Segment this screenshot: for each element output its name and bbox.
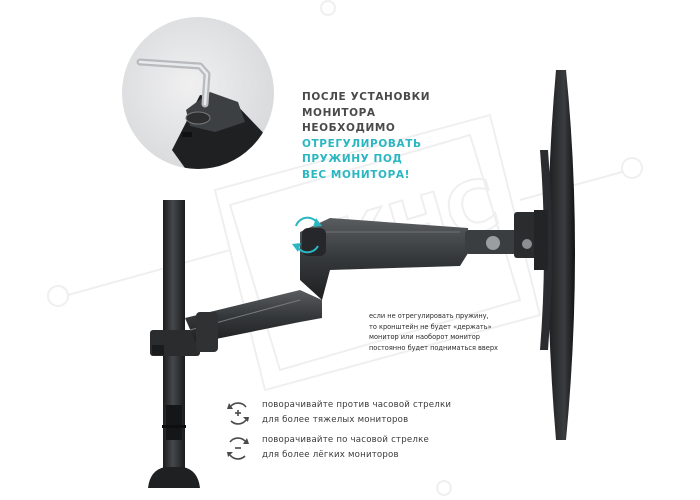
legend-ccw-label: поворачивайте против часовой стрелки для… bbox=[262, 398, 451, 428]
note-line-2: МОНИТОРА bbox=[302, 106, 376, 119]
rotate-clockwise-minus-icon bbox=[227, 437, 249, 460]
warning-line-4: постоянно будет подниматься вверх bbox=[369, 343, 498, 352]
rotate-counterclockwise-plus-icon bbox=[227, 402, 249, 425]
note-line-6: ВЕС МОНИТОРА! bbox=[302, 168, 410, 181]
note-line-5: ПРУЖИНУ ПОД bbox=[302, 153, 403, 165]
legend-ccw-line-2: для более тяжелых мониторов bbox=[262, 415, 409, 425]
note-line-4: ОТРЕГУЛИРОВАТЬ bbox=[302, 137, 422, 150]
warning-line-1: если не отрегулировать пружину, bbox=[369, 312, 489, 320]
warning-line-3: монитор или наоборот монитор bbox=[369, 333, 480, 342]
adjust-rotation-icon bbox=[292, 216, 322, 254]
note-line-3: НЕОБХОДИМО bbox=[302, 122, 396, 134]
adjustment-note: ПОСЛЕ УСТАНОВКИ МОНИТОРА НЕОБХОДИМО ОТРЕ… bbox=[302, 90, 452, 183]
spring-warning-text: если не отрегулировать пружину, то кронш… bbox=[369, 311, 549, 353]
monitor-side-view bbox=[534, 70, 575, 440]
legend-cw-label: поворачивайте по часовой стрелке для бол… bbox=[262, 433, 429, 463]
upper-arm bbox=[300, 212, 540, 300]
legend-cw-line-2: для более лёгких мониторов bbox=[262, 450, 399, 460]
lower-arm bbox=[185, 290, 322, 352]
warning-line-2: то кронштейн не будет «держать» bbox=[369, 322, 492, 331]
legend-ccw-line-1: поворачивайте против часовой стрелки bbox=[262, 400, 452, 410]
inset-hex-key-detail bbox=[122, 17, 274, 169]
legend-cw-line-1: поворачивайте по часовой стрелке bbox=[262, 435, 429, 445]
note-line-1: ПОСЛЕ УСТАНОВКИ bbox=[302, 91, 431, 103]
mount-pole bbox=[148, 200, 200, 488]
